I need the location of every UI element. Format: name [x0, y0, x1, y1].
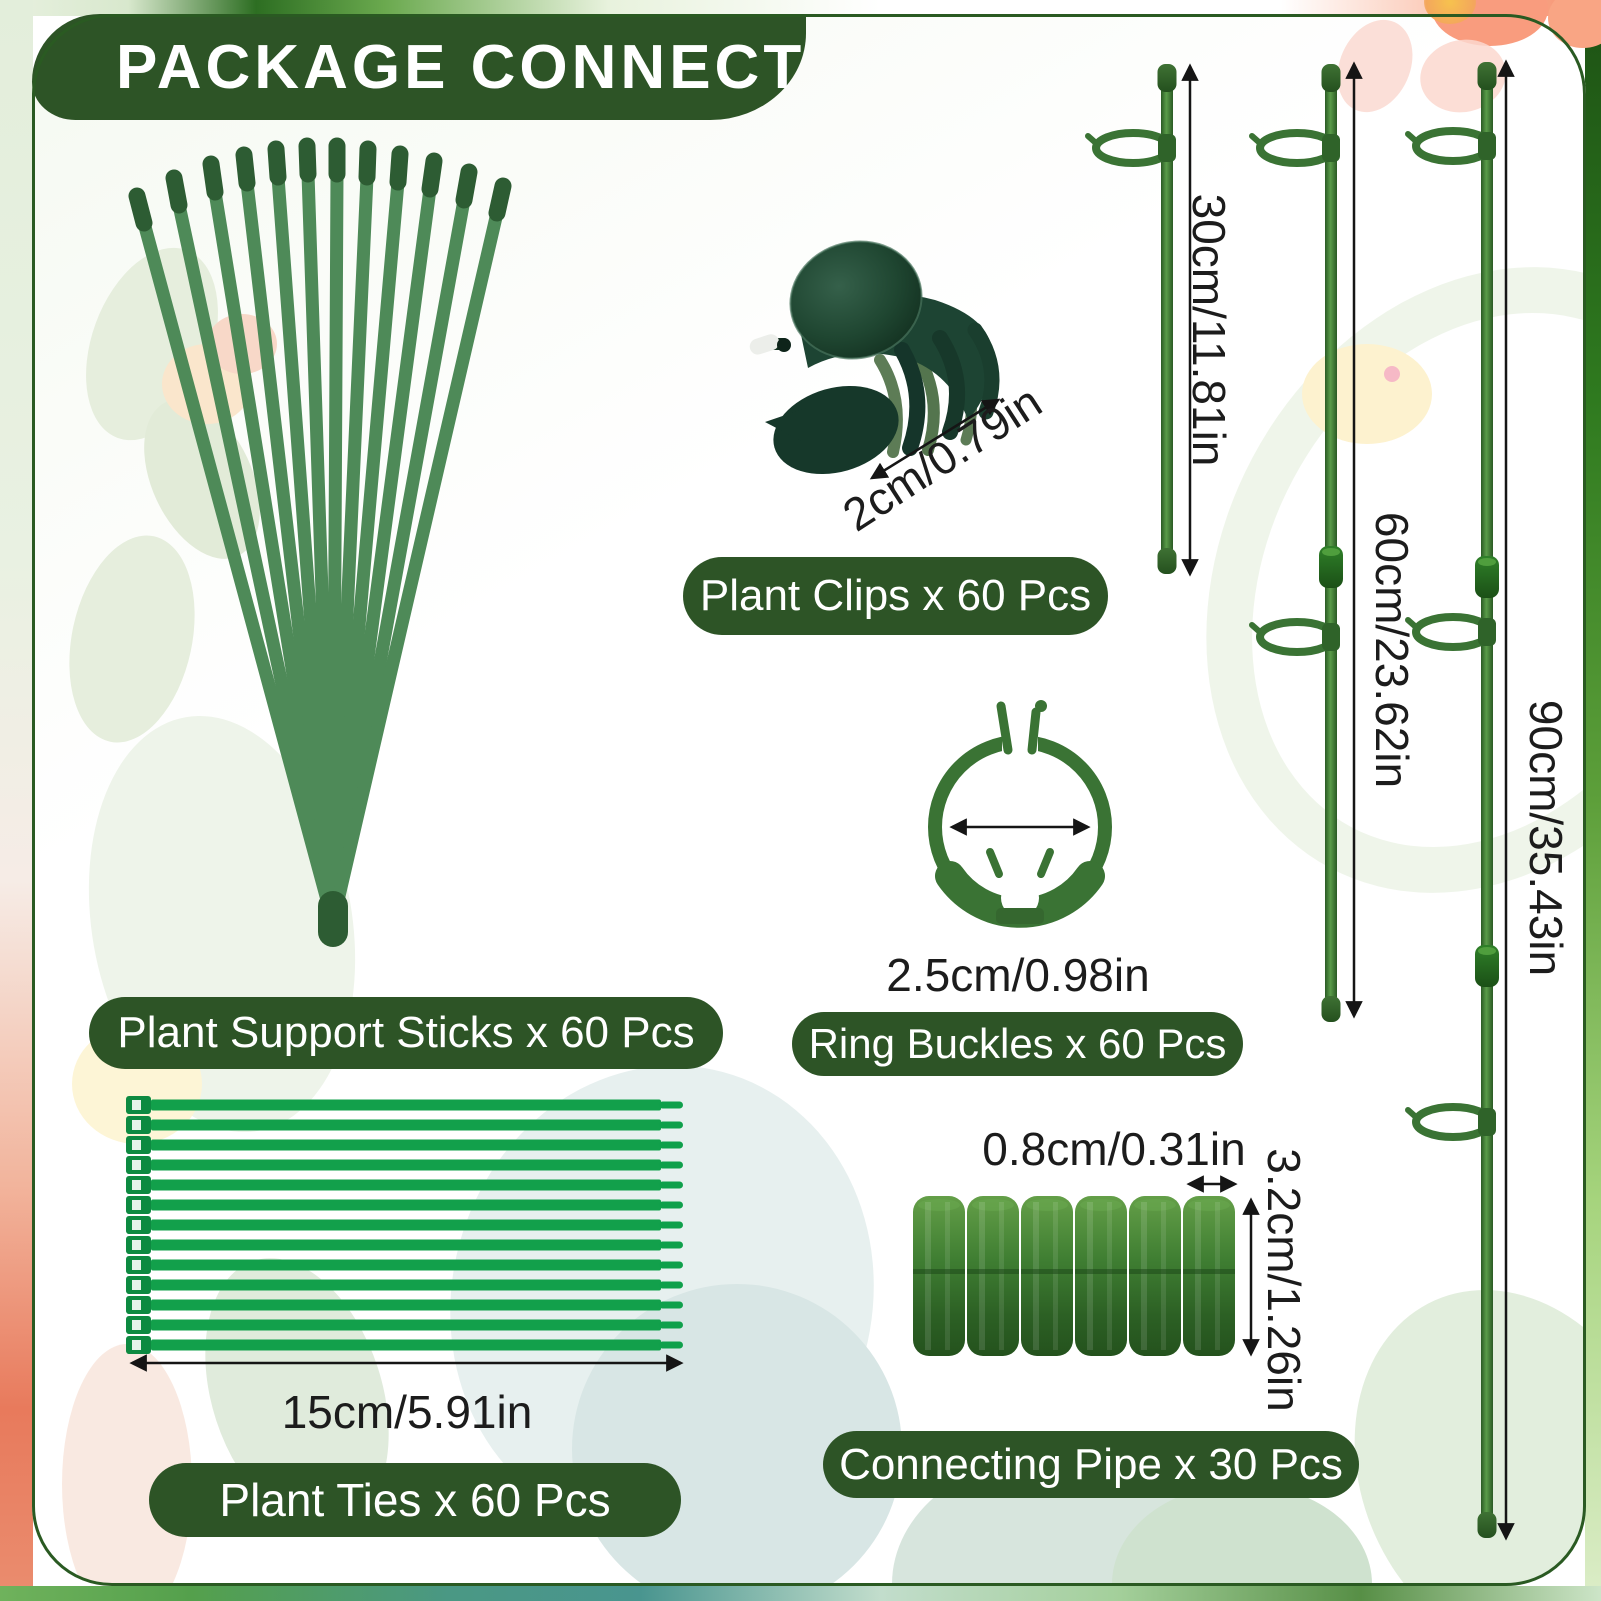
- label-plant-clips: Plant Clips x 60 Pcs: [683, 557, 1108, 635]
- plant-ties-image: [126, 1096, 684, 1372]
- backdrop-top-strip: [0, 0, 1601, 16]
- label-ring-buckles: Ring Buckles x 60 Pcs: [792, 1012, 1243, 1076]
- plant-support-sticks-image: [128, 137, 512, 947]
- page-title: PACKAGE CONNECT: [116, 32, 806, 102]
- ring-buckle-image: [928, 700, 1112, 928]
- label-text: Plant Clips x 60 Pcs: [699, 571, 1092, 620]
- label-connecting-pipe: Connecting Pipe x 30 Pcs: [823, 1431, 1359, 1498]
- label-text: Connecting Pipe x 30 Pcs: [839, 1439, 1343, 1489]
- dimension-ring-buckle: 2.5cm/0.98in: [886, 949, 1150, 1001]
- dimension-plant-ties: 15cm/5.91in: [281, 1386, 533, 1438]
- butterfly-dot: [1384, 366, 1400, 382]
- stake-60cm-image: [1249, 61, 1363, 1022]
- pink-blob: [62, 1344, 192, 1586]
- label-text: Ring Buckles x 60 Pcs: [808, 1020, 1227, 1067]
- connecting-pipes-image: [913, 1175, 1260, 1357]
- backdrop-left-strip: [0, 0, 33, 1601]
- dimension-stake-30cm: 30cm/11.81in: [1183, 193, 1235, 467]
- label-plant-ties: Plant Ties x 60 Pcs: [149, 1463, 681, 1537]
- dimension-pipe-width: 0.8cm/0.31in: [982, 1123, 1246, 1175]
- backdrop-bottom-strip: [0, 1586, 1601, 1601]
- stake-90cm-image: [1405, 59, 1515, 1541]
- backdrop-right-strip: [1585, 0, 1601, 1601]
- label-text: Plant Ties x 60 Pcs: [219, 1474, 611, 1526]
- dimension-stake-60cm: 60cm/23.62in: [1366, 511, 1418, 789]
- dimension-pipe-height: 3.2cm/1.26in: [1258, 1148, 1310, 1412]
- dimension-stake-90cm: 90cm/35.43in: [1520, 699, 1572, 977]
- plant-clip-image: [749, 240, 1001, 480]
- label-text: Plant Support Sticks x 60 Pcs: [117, 1008, 695, 1057]
- title-banner: PACKAGE CONNECT: [32, 14, 806, 120]
- stake-30cm-image: [1085, 63, 1199, 577]
- butterfly-silhouette: [1302, 344, 1432, 444]
- label-plant-support-sticks: Plant Support Sticks x 60 Pcs: [89, 997, 723, 1069]
- dimension-arrow: [869, 398, 1001, 480]
